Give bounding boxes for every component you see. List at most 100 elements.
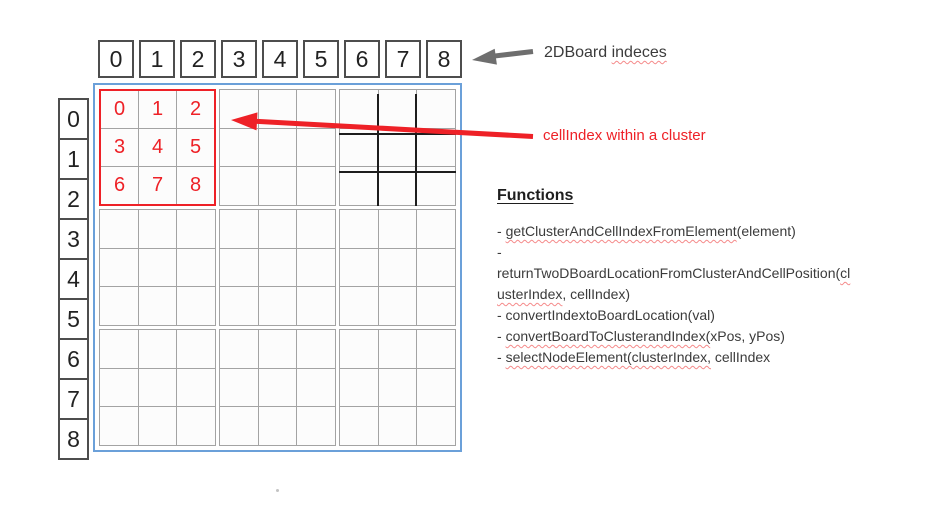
- cell: 7: [139, 167, 176, 204]
- cluster-5: [339, 209, 456, 326]
- cell: [138, 407, 177, 445]
- cell: [177, 210, 215, 248]
- cell: [258, 167, 297, 205]
- top-index-box: 4: [262, 40, 298, 78]
- text-segment: -: [497, 349, 506, 365]
- hash-vertical-line-1: [377, 94, 379, 206]
- left-index-box: 2: [58, 178, 89, 220]
- cell: [340, 248, 378, 287]
- cell: 4: [139, 129, 176, 166]
- cell: 5: [177, 129, 214, 166]
- cell: 2: [177, 91, 214, 128]
- left-index-box: 4: [58, 258, 89, 300]
- cell: [340, 407, 378, 445]
- cell: [177, 368, 215, 407]
- text-segment: -: [497, 223, 506, 239]
- cell: [220, 248, 258, 287]
- cluster-4: [219, 209, 336, 326]
- text-segment: - convertIndextoBoardLocation(val): [497, 307, 715, 323]
- text-segment: 2DBoard: [544, 44, 612, 61]
- cell: [220, 287, 258, 325]
- misspelled-text: usterIndex: [497, 286, 563, 302]
- cell: [417, 90, 455, 128]
- cell: [220, 368, 258, 407]
- function-line: - selectNodeElement(clusterIndex, cellIn…: [497, 347, 937, 368]
- cell: [340, 90, 378, 128]
- functions-heading: Functions: [497, 187, 574, 204]
- cell: [258, 287, 297, 325]
- cell: [100, 368, 138, 407]
- cell: [340, 167, 378, 205]
- text-segment: -: [497, 244, 502, 260]
- misspelled-text: indeces: [611, 44, 667, 61]
- cell: [340, 330, 378, 368]
- left-index-box: 6: [58, 338, 89, 380]
- cell: [177, 330, 215, 368]
- cell: [417, 248, 455, 287]
- cell: [417, 210, 455, 248]
- cluster-8: [339, 329, 456, 446]
- cell: [220, 90, 258, 128]
- cell: [100, 407, 138, 445]
- cell: [378, 90, 417, 128]
- cell: [378, 210, 417, 248]
- function-line: usterIndex, cellIndex): [497, 284, 937, 305]
- cell: [297, 167, 335, 205]
- cell: [378, 368, 417, 407]
- cell: [258, 128, 297, 167]
- top-index-box: 6: [344, 40, 380, 78]
- misspelled-text: selectNodeElement(clusterIndex,: [505, 349, 711, 365]
- cell: [177, 287, 215, 325]
- misspelled-text: cl: [840, 265, 851, 281]
- function-line: -: [497, 242, 937, 263]
- left-index-box: 1: [58, 138, 89, 180]
- cell: [220, 210, 258, 248]
- cell: [138, 330, 177, 368]
- cell: 8: [177, 167, 214, 204]
- text-segment: , cellIndex): [562, 286, 631, 302]
- cell: [138, 248, 177, 287]
- cell: [297, 248, 335, 287]
- cell: [378, 167, 417, 205]
- cell: [417, 287, 455, 325]
- cluster-2: [339, 89, 456, 206]
- left-index-box: 3: [58, 218, 89, 260]
- board-indices-label: 2DBoard indeces: [544, 44, 667, 62]
- top-index-box: 7: [385, 40, 421, 78]
- cluster-7: [219, 329, 336, 446]
- cell: [220, 128, 258, 167]
- misspelled-text: convertBoardToClusterandIndex(: [505, 328, 711, 344]
- left-index-box: 8: [58, 418, 89, 460]
- cell: [258, 210, 297, 248]
- hash-vertical-line-2: [415, 94, 417, 206]
- text-segment: cellIndex: [711, 349, 771, 365]
- cell: [100, 248, 138, 287]
- cell: [417, 368, 455, 407]
- cell: [177, 407, 215, 445]
- cell: [340, 287, 378, 325]
- stray-dot: [276, 489, 279, 492]
- cell: [258, 368, 297, 407]
- cell: [297, 368, 335, 407]
- left-index-box: 5: [58, 298, 89, 340]
- cell: [417, 330, 455, 368]
- cell-index-label: cellIndex within a cluster: [543, 127, 706, 144]
- cell: [297, 330, 335, 368]
- cell: [100, 330, 138, 368]
- cell: [297, 128, 335, 167]
- cell: [297, 287, 335, 325]
- functions-panel: Functions - getClusterAndCellIndexFromEl…: [497, 187, 937, 368]
- cell: [340, 210, 378, 248]
- top-index-box: 8: [426, 40, 462, 78]
- cell: [100, 287, 138, 325]
- cell: [378, 407, 417, 445]
- top-index-box: 2: [180, 40, 216, 78]
- text-segment: returnTwoDBoardLocationFromClusterAndCel…: [497, 265, 841, 281]
- hash-horizontal-line-2: [339, 171, 456, 173]
- function-line: - convertBoardToClusterandIndex(xPos, yP…: [497, 326, 937, 347]
- cell: [220, 407, 258, 445]
- left-index-box: 0: [58, 98, 89, 140]
